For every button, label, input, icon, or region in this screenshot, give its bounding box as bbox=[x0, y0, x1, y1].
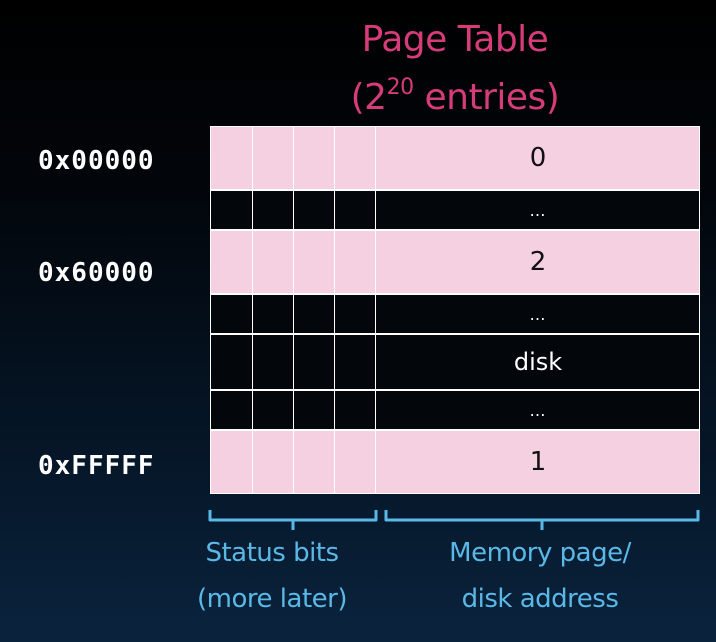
table-row: 2 bbox=[210, 230, 700, 294]
row-value: 1 bbox=[529, 447, 547, 477]
table-row: 1 bbox=[210, 430, 700, 494]
status-bit-divider bbox=[293, 231, 294, 293]
status-bit-divider bbox=[334, 295, 335, 333]
status-bits-caption-line1: Status bits bbox=[205, 538, 339, 568]
column-divider bbox=[375, 431, 376, 493]
status-bit-divider bbox=[334, 127, 335, 189]
page-table: 0 … 2 … disk … 1 bbox=[210, 126, 700, 494]
address-label-first: 0x00000 bbox=[38, 146, 155, 176]
column-divider bbox=[375, 335, 376, 389]
status-bit-divider bbox=[252, 127, 253, 189]
memory-page-brace bbox=[384, 510, 700, 530]
status-bit-divider bbox=[334, 191, 335, 229]
status-bit-divider bbox=[252, 231, 253, 293]
status-bit-divider bbox=[334, 431, 335, 493]
page-table-subtitle: (220 entries) bbox=[300, 75, 610, 118]
address-label-last: 0xFFFFF bbox=[38, 451, 155, 481]
status-bits-brace bbox=[208, 510, 378, 530]
status-bit-divider bbox=[293, 335, 294, 389]
subtitle-exponent: 20 bbox=[386, 75, 415, 100]
row-value: … bbox=[529, 400, 547, 420]
row-value: 2 bbox=[529, 247, 547, 277]
status-bit-divider bbox=[334, 335, 335, 389]
address-label-middle: 0x60000 bbox=[38, 258, 155, 288]
row-value: 0 bbox=[529, 143, 547, 173]
status-bit-divider bbox=[293, 391, 294, 429]
row-value: disk bbox=[513, 348, 563, 376]
subtitle-prefix: (2 bbox=[350, 77, 387, 118]
status-bit-divider bbox=[293, 295, 294, 333]
column-divider bbox=[375, 295, 376, 333]
status-bit-divider bbox=[293, 431, 294, 493]
status-bits-caption-line2: (more later) bbox=[197, 584, 347, 614]
status-bit-divider bbox=[334, 391, 335, 429]
page-table-title: Page Table bbox=[361, 19, 549, 60]
status-bit-divider bbox=[293, 191, 294, 229]
row-value: … bbox=[529, 200, 547, 220]
status-bit-divider bbox=[334, 231, 335, 293]
row-value: … bbox=[529, 304, 547, 324]
table-row: … bbox=[210, 390, 700, 430]
status-bit-divider bbox=[293, 127, 294, 189]
table-row: disk bbox=[210, 334, 700, 390]
column-divider bbox=[375, 127, 376, 189]
memory-page-caption-line2: disk address bbox=[461, 584, 619, 614]
table-row: … bbox=[210, 190, 700, 230]
subtitle-suffix: entries) bbox=[413, 77, 560, 118]
column-divider bbox=[375, 231, 376, 293]
table-row: … bbox=[210, 294, 700, 334]
column-divider bbox=[375, 191, 376, 229]
status-bit-divider bbox=[252, 295, 253, 333]
status-bit-divider bbox=[252, 431, 253, 493]
status-bit-divider bbox=[252, 191, 253, 229]
table-row: 0 bbox=[210, 126, 700, 190]
status-bit-divider bbox=[252, 391, 253, 429]
memory-page-caption-line1: Memory page/ bbox=[449, 538, 631, 568]
status-bit-divider bbox=[252, 335, 253, 389]
column-divider bbox=[375, 391, 376, 429]
